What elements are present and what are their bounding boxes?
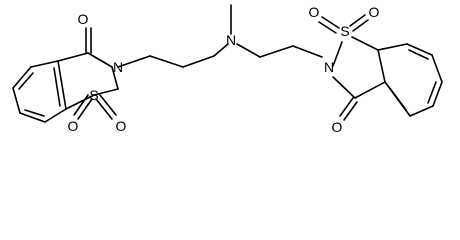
left-sulfonyl bbox=[73, 94, 117, 120]
atom-labels: O N S O O N N S O O O bbox=[68, 4, 380, 135]
right-sulfonyl bbox=[318, 14, 369, 34]
atom-label-o4: O bbox=[309, 4, 320, 20]
atom-label-o5: O bbox=[369, 4, 380, 20]
right-benzene-ring bbox=[377, 43, 443, 117]
chemical-structure-diagram: O N S O O N N S O O O bbox=[12, 4, 443, 135]
right-carbonyl bbox=[339, 97, 358, 121]
right-isothiazole-ring bbox=[332, 36, 386, 99]
atom-label-o3: O bbox=[116, 118, 127, 134]
left-benzene-ring bbox=[12, 60, 67, 123]
ethyl-linker-left bbox=[117, 43, 229, 68]
atom-label-o6: O bbox=[332, 119, 343, 135]
atom-label-n2: N bbox=[226, 32, 236, 48]
atom-label-o2: O bbox=[68, 118, 79, 134]
atom-label-n1: N bbox=[113, 59, 123, 75]
left-isothiazole-ring bbox=[57, 52, 119, 110]
atom-label-n3: N bbox=[324, 59, 334, 75]
atom-label-s2: S bbox=[340, 23, 349, 39]
atom-label-s1: S bbox=[89, 87, 98, 103]
left-carbonyl bbox=[85, 27, 92, 54]
atom-label-o1: O bbox=[78, 11, 89, 27]
ethyl-linker-right bbox=[236, 43, 323, 58]
